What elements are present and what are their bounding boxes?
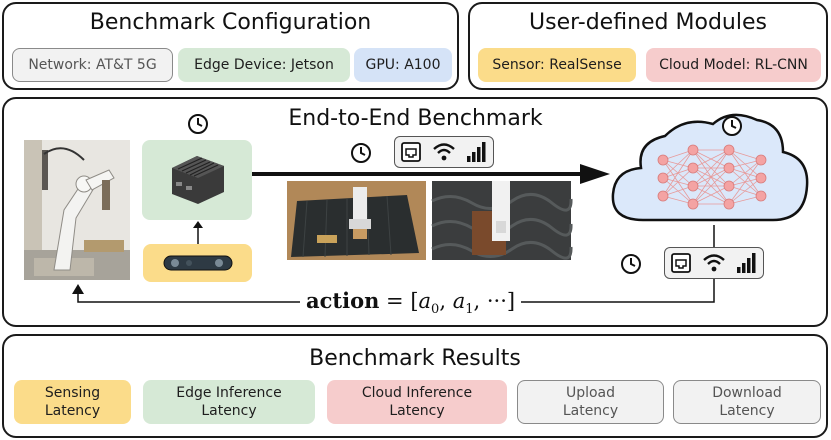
benchmark-results-panel: Benchmark Results Sensing Latency Edge I… [2,334,828,438]
result-line2: Latency [44,403,101,419]
sensor-to-edge-arrow [193,221,203,244]
cloud-model-chip: Cloud Model: RL-CNN [646,48,821,82]
signal-bars-icon [737,253,756,273]
gpu-chip: GPU: A100 [354,48,452,82]
clock-icon [722,116,742,136]
workspace-image [287,181,426,260]
signal-bars-icon [467,142,486,162]
download-latency-chip: Download Latency [673,380,821,424]
result-line2: Latency [562,403,619,419]
upload-network-badge [394,136,494,168]
edge-inference-latency-chip: Edge Inference Latency [143,380,315,424]
ethernet-icon [401,142,421,162]
sensing-latency-chip: Sensing Latency [14,380,131,424]
end-to-end-benchmark-title: End-to-End Benchmark [288,106,543,131]
ethernet-icon [671,253,691,273]
wifi-icon [433,143,455,161]
action-a0-sub: 0 [431,302,440,318]
benchmark-configuration-panel: Benchmark Configuration Network: AT&T 5G… [2,2,459,90]
result-line2: Latency [389,403,445,419]
result-line2: Latency [719,403,775,419]
user-defined-modules-panel: User-defined Modules Sensor: RealSense C… [468,2,828,90]
download-network-badge [664,247,764,279]
action-a1: a [452,289,466,313]
action-equation: action = [a0, a1, ···] [300,288,522,318]
network-chip: Network: AT&T 5G [12,48,173,82]
edge-device-chip: Edge Device: Jetson [178,48,350,82]
wifi-icon [703,254,725,272]
action-a0: a [418,289,432,313]
result-line2: Latency [201,403,257,419]
result-line1: Download [712,385,782,401]
result-line1: Cloud Inference [361,385,473,401]
neural-network-icon [657,144,767,210]
user-defined-modules-title: User-defined Modules [529,10,767,35]
result-line1: Edge Inference [176,385,282,401]
action-a1-sub: 1 [465,302,474,318]
benchmark-configuration-title: Benchmark Configuration [89,10,372,35]
realsense-camera-icon [163,255,233,271]
jetson-device-icon [172,156,224,204]
sensor-chip: Sensor: RealSense [478,48,636,82]
workspace-closeup-image [431,181,573,260]
cloud-inference-latency-chip: Cloud Inference Latency [327,380,507,424]
upload-arrow [252,164,610,184]
result-line1: Upload [565,385,616,401]
clock-icon [621,254,641,274]
action-equals: = [ [386,289,419,313]
result-line1: Sensing [44,385,101,401]
action-suffix: , ···] [473,289,516,313]
benchmark-results-title: Benchmark Results [309,346,521,371]
clock-icon [351,143,371,163]
action-word: action [306,288,380,313]
upload-latency-chip: Upload Latency [517,380,664,424]
feedback-arrowhead [72,284,84,294]
robot-arm-image [24,140,130,280]
clock-icon [188,114,208,134]
